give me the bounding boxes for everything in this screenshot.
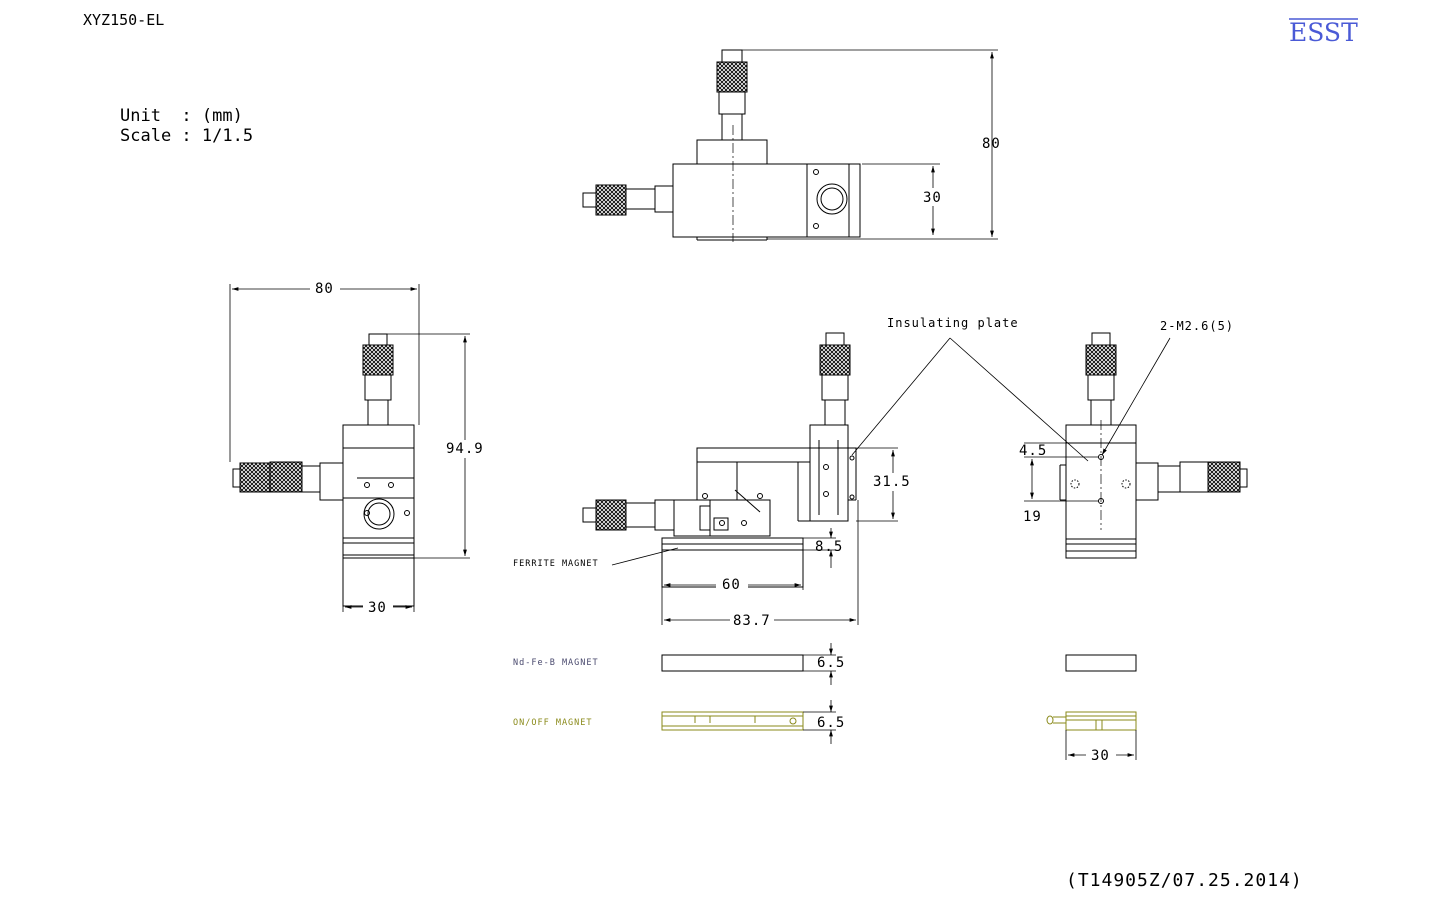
thread-label: 2-M2.6(5) xyxy=(1160,319,1234,333)
side-view xyxy=(1059,332,1248,559)
logo-text: ESST xyxy=(1289,18,1358,47)
dim-top-height: 80 xyxy=(982,136,1001,152)
side-view-dimensions xyxy=(1024,337,1171,502)
dim-front-total: 83.7 xyxy=(733,613,771,629)
model-title: XYZ150-EL xyxy=(83,11,164,29)
dim-left-base: 30 xyxy=(368,600,387,616)
ndfeb-magnet xyxy=(661,643,1137,685)
drawing-code: (T14905Z/07.25.2014) xyxy=(1066,870,1303,891)
dim-plate-height: 31.5 xyxy=(873,474,911,490)
onoff-magnet-label: ON/OFF MAGNET xyxy=(513,718,593,728)
insulating-plate-label: Insulating plate xyxy=(887,316,1019,330)
front-view xyxy=(582,332,857,588)
esst-logo: ESST xyxy=(1289,18,1358,47)
left-view xyxy=(232,333,415,607)
ferrite-magnet-label: FERRITE MAGNET xyxy=(513,559,599,569)
dim-top-body: 30 xyxy=(923,190,942,206)
insulating-plate-leaders xyxy=(851,337,1089,462)
dim-left-height: 94.9 xyxy=(446,441,484,457)
ndfeb-magnet-label: Nd-Fe-B MAGNET xyxy=(513,658,599,668)
onoff-magnet xyxy=(661,711,1137,731)
scale-label: Scale : 1/1.5 xyxy=(120,126,253,146)
dim-side-4-5: 4.5 xyxy=(1019,443,1047,459)
dim-onoff-side: 30 xyxy=(1091,748,1110,764)
dim-ndfeb: 6.5 xyxy=(817,655,845,671)
dim-base-height: 8.5 xyxy=(815,539,843,555)
dim-side-19: 19 xyxy=(1023,509,1042,525)
top-view xyxy=(582,49,861,242)
dim-front-60: 60 xyxy=(722,577,741,593)
dim-left-width: 80 xyxy=(315,281,334,297)
unit-label: Unit : (mm) xyxy=(120,106,243,126)
dim-onoff: 6.5 xyxy=(817,715,845,731)
top-view-dimensions xyxy=(740,49,998,240)
